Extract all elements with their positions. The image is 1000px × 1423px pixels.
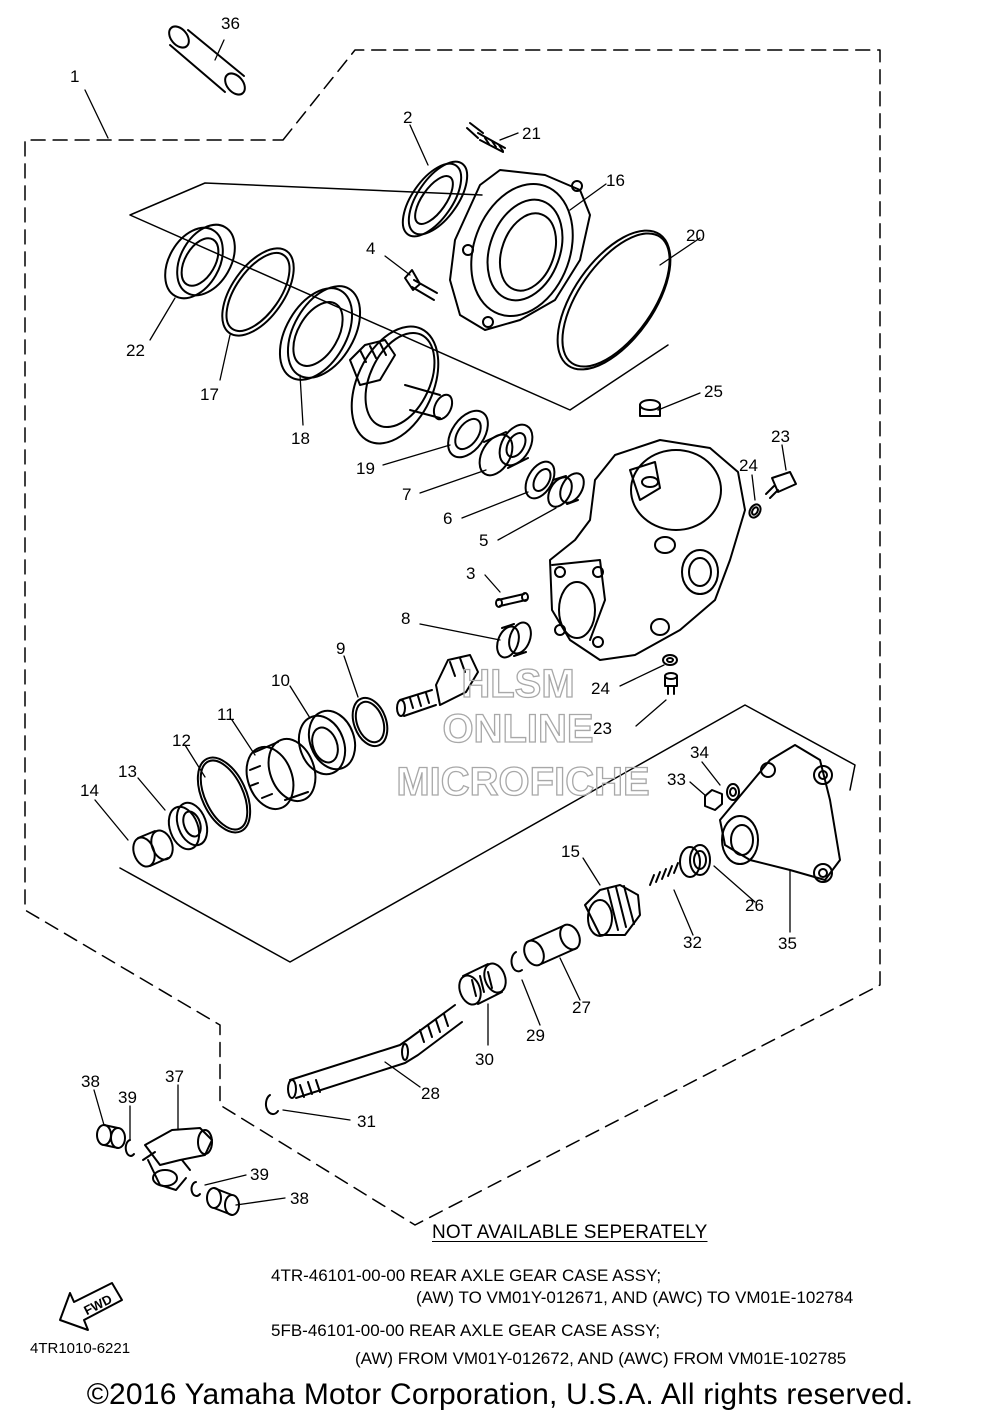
fwd-arrow-icon [59, 1282, 123, 1331]
washer-part-34[interactable] [726, 783, 740, 801]
callout-16: 16 [606, 171, 625, 190]
oil-seal-part-22[interactable] [153, 215, 246, 309]
callout-31: 31 [357, 1112, 376, 1131]
oil-seal-part-13[interactable] [163, 799, 212, 854]
drain-bolt-part-23-upper[interactable] [765, 471, 797, 499]
callout-10: 10 [271, 671, 290, 690]
callout-30: 30 [475, 1050, 494, 1069]
seal-kit-boundary [129, 182, 669, 411]
callout-21: 21 [522, 124, 541, 143]
callout-36: 36 [221, 14, 240, 33]
assembly-boundary [24, 49, 881, 1226]
callout-35: 35 [778, 934, 797, 953]
circlip-part-29[interactable] [510, 951, 523, 973]
callout-3: 3 [466, 564, 475, 583]
gasket-part-19[interactable] [440, 404, 496, 465]
callout-24-lower: 24 [591, 679, 610, 698]
callout-28: 28 [421, 1084, 440, 1103]
universal-joint-part-37[interactable] [142, 1127, 213, 1191]
callouts: 36 1 2 21 16 20 4 22 17 18 19 7 6 5 25 2… [70, 14, 797, 1318]
circlip-part-39-upper[interactable] [124, 1139, 135, 1157]
stud-part-3[interactable] [495, 592, 529, 608]
bearing-part-8[interactable] [493, 620, 535, 661]
boot-part-15[interactable] [584, 884, 641, 937]
callout-26: 26 [745, 896, 764, 915]
callout-19: 19 [356, 459, 375, 478]
drain-bolt-part-23-lower[interactable] [664, 672, 678, 695]
coupling-gear-part-30[interactable] [455, 960, 509, 1007]
callout-39-upper: 39 [118, 1088, 137, 1107]
pinion-gear-shaft[interactable] [396, 654, 479, 717]
callout-33: 33 [667, 770, 686, 789]
leader-lines [84, 39, 791, 1206]
bearing-cup-part-38-lower[interactable] [206, 1187, 240, 1216]
callout-15: 15 [561, 842, 580, 861]
gasket-part-24-lower[interactable] [662, 654, 678, 666]
callout-7: 7 [402, 485, 411, 504]
ring-part-6[interactable] [520, 457, 561, 504]
callout-2: 2 [403, 108, 412, 127]
callout-9: 9 [336, 639, 345, 658]
circlip-part-31[interactable] [265, 1094, 279, 1116]
oil-seal-part-26[interactable] [679, 844, 711, 878]
bolt-part-21[interactable] [466, 122, 506, 153]
callout-17: 17 [200, 385, 219, 404]
callout-23-upper: 23 [771, 427, 790, 446]
nut-part-33[interactable] [704, 789, 723, 811]
callout-32: 32 [683, 933, 702, 952]
bearing-cup-part-38-upper[interactable] [96, 1124, 126, 1149]
callout-11: 11 [217, 705, 235, 724]
callout-29: 29 [526, 1026, 545, 1045]
callout-37: 37 [165, 1067, 184, 1086]
callout-13: 13 [118, 762, 137, 781]
callout-12: 12 [172, 731, 191, 750]
bearing-part-7[interactable] [473, 419, 539, 481]
o-ring-part-12[interactable] [187, 749, 261, 840]
collar-part-27[interactable] [520, 921, 583, 968]
callout-38-lower: 38 [290, 1189, 309, 1208]
bearing-part-18[interactable] [265, 274, 375, 393]
callout-14: 14 [80, 781, 99, 800]
shim-part-17[interactable] [208, 236, 308, 348]
callout-25: 25 [704, 382, 723, 401]
bearing-part-10[interactable] [291, 704, 363, 780]
pipe-part-36[interactable] [165, 23, 249, 99]
callout-1: 1 [70, 67, 79, 86]
callout-27: 27 [572, 998, 591, 1017]
gasket-part-24-upper[interactable] [747, 502, 763, 519]
collar-part-14[interactable] [129, 827, 176, 869]
collar-part-5[interactable] [543, 469, 588, 511]
plug-part-25[interactable] [639, 399, 661, 417]
ring-gear-assembly[interactable] [334, 313, 455, 458]
shim-part-9[interactable] [346, 693, 393, 751]
callout-24-upper: 24 [739, 456, 758, 475]
bracket-housing-part-35[interactable] [719, 744, 841, 883]
callout-4: 4 [366, 239, 375, 258]
callout-39-lower: 39 [250, 1165, 269, 1184]
callout-6: 6 [443, 509, 452, 528]
callout-18: 18 [291, 429, 310, 448]
gear-case-body[interactable] [549, 439, 746, 661]
callout-5: 5 [479, 531, 488, 550]
callout-8: 8 [401, 609, 410, 628]
o-ring-part-20[interactable] [535, 212, 692, 389]
callout-23-lower: 23 [593, 719, 612, 738]
circlip-part-39-lower[interactable] [190, 1181, 201, 1197]
drive-shaft-part-28[interactable] [287, 1004, 463, 1099]
callout-20: 20 [686, 226, 705, 245]
bearing-kit-boundary [119, 704, 856, 963]
spring-part-32[interactable] [649, 862, 679, 886]
callout-22: 22 [126, 341, 145, 360]
bearing-housing-part-16[interactable] [449, 169, 591, 331]
oil-seal-part-2[interactable] [392, 152, 479, 246]
callout-38-upper: 38 [81, 1072, 100, 1091]
bearing-retainer-part-11[interactable] [238, 732, 323, 815]
callout-34: 34 [690, 743, 709, 762]
stud-bolt-part-4[interactable] [404, 269, 438, 301]
